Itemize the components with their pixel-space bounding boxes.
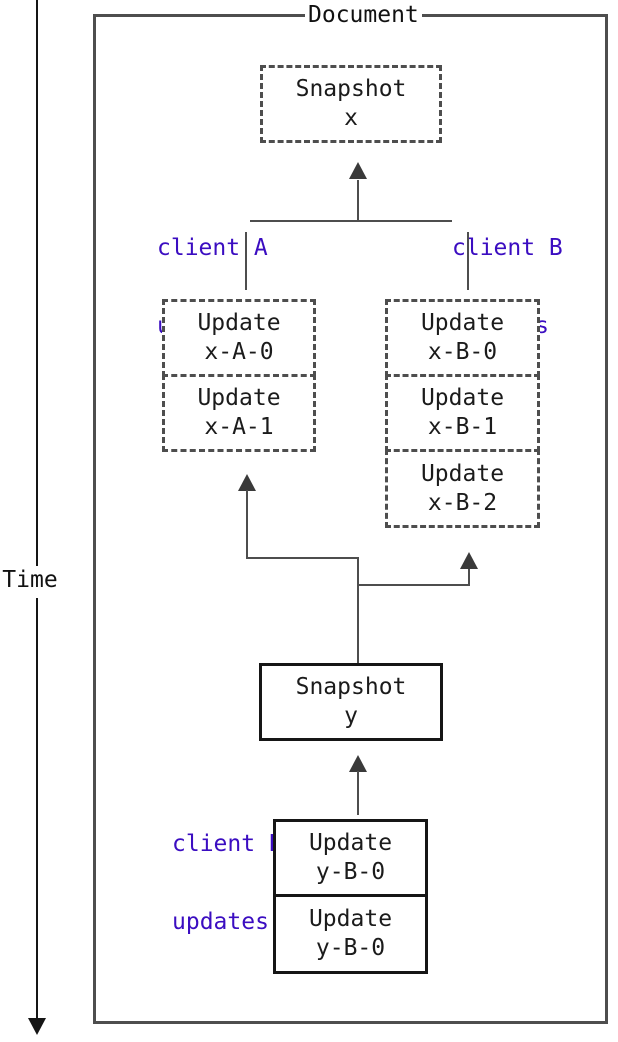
client-b-bottom-label-line2: updates <box>172 909 269 935</box>
update-x-b-0-line2: x-B-0 <box>427 339 498 365</box>
client-b-top-label-line1: client B <box>452 235 563 261</box>
arrow-down-icon <box>28 1018 46 1035</box>
arrowhead-up-to-snapshot-x <box>349 162 367 179</box>
update-x-b-2-line1: Update <box>420 460 505 487</box>
arrowhead-up-to-left-stack <box>238 474 256 491</box>
time-axis-label: Time <box>0 566 60 595</box>
connector-merge-bar <box>250 220 452 222</box>
update-x-b-1-line1: Update <box>420 385 505 411</box>
update-x-a-1-line1: Update <box>197 385 281 411</box>
update-y-b-0-2-line2: y-B-0 <box>315 935 386 961</box>
client-b-updates-label-bottom: client B updates <box>172 779 283 987</box>
update-x-b-2-box: Update x-B-2 <box>385 449 540 528</box>
snapshot-y-line2: y <box>344 703 358 729</box>
update-x-a-1-line2: x-A-1 <box>204 414 274 440</box>
connector-left-branch-vertical <box>246 490 248 559</box>
connector-trunk-snapshot-y <box>357 557 359 663</box>
update-x-a-0-box: Update x-A-0 <box>162 299 316 377</box>
update-y-b-0-1-line2: y-B-0 <box>315 859 386 885</box>
connector-up-snapshot-y <box>357 771 359 815</box>
snapshot-x-box: Snapshot x <box>260 65 442 143</box>
arrowhead-up-to-right-stack <box>460 552 478 569</box>
time-axis-line-bottom <box>36 598 38 1018</box>
arrowhead-up-to-snapshot-y <box>349 755 367 772</box>
update-x-b-2-line2: x-B-2 <box>427 489 498 516</box>
time-axis-line-top <box>36 0 38 566</box>
update-x-b-0-box: Update x-B-0 <box>385 299 540 377</box>
snapshot-y-line1: Snapshot <box>295 674 407 700</box>
update-x-b-1-box: Update x-B-1 <box>385 374 540 452</box>
connector-right-branch-vertical <box>468 568 470 586</box>
snapshot-x-line2: x <box>344 105 358 131</box>
update-x-b-1-line2: x-B-1 <box>427 414 498 440</box>
update-y-b-0-box-1: Update y-B-0 <box>273 819 428 897</box>
snapshot-y-box: Snapshot y <box>259 663 443 741</box>
update-x-a-1-box: Update x-A-1 <box>162 374 316 452</box>
document-frame: Document <box>93 1 608 1024</box>
connector-drop-client-b <box>467 232 469 290</box>
connector-left-branch-horizontal <box>246 557 359 559</box>
connector-up-snapshot-x <box>357 180 359 221</box>
update-x-a-0-line2: x-A-0 <box>204 339 274 365</box>
client-a-label-line1: client A <box>157 235 268 261</box>
update-y-b-0-1-line1: Update <box>308 830 393 856</box>
update-y-b-0-box-2: Update y-B-0 <box>273 894 428 974</box>
connector-drop-client-a <box>245 232 247 290</box>
update-x-a-0-line1: Update <box>197 310 281 336</box>
update-y-b-0-2-line1: Update <box>308 906 393 932</box>
snapshot-x-line1: Snapshot <box>295 76 407 102</box>
update-x-b-0-line1: Update <box>420 310 505 336</box>
client-b-bottom-label-line1: client B <box>172 831 283 857</box>
document-frame-label: Document <box>305 1 422 30</box>
connector-right-branch-horizontal <box>357 584 470 586</box>
